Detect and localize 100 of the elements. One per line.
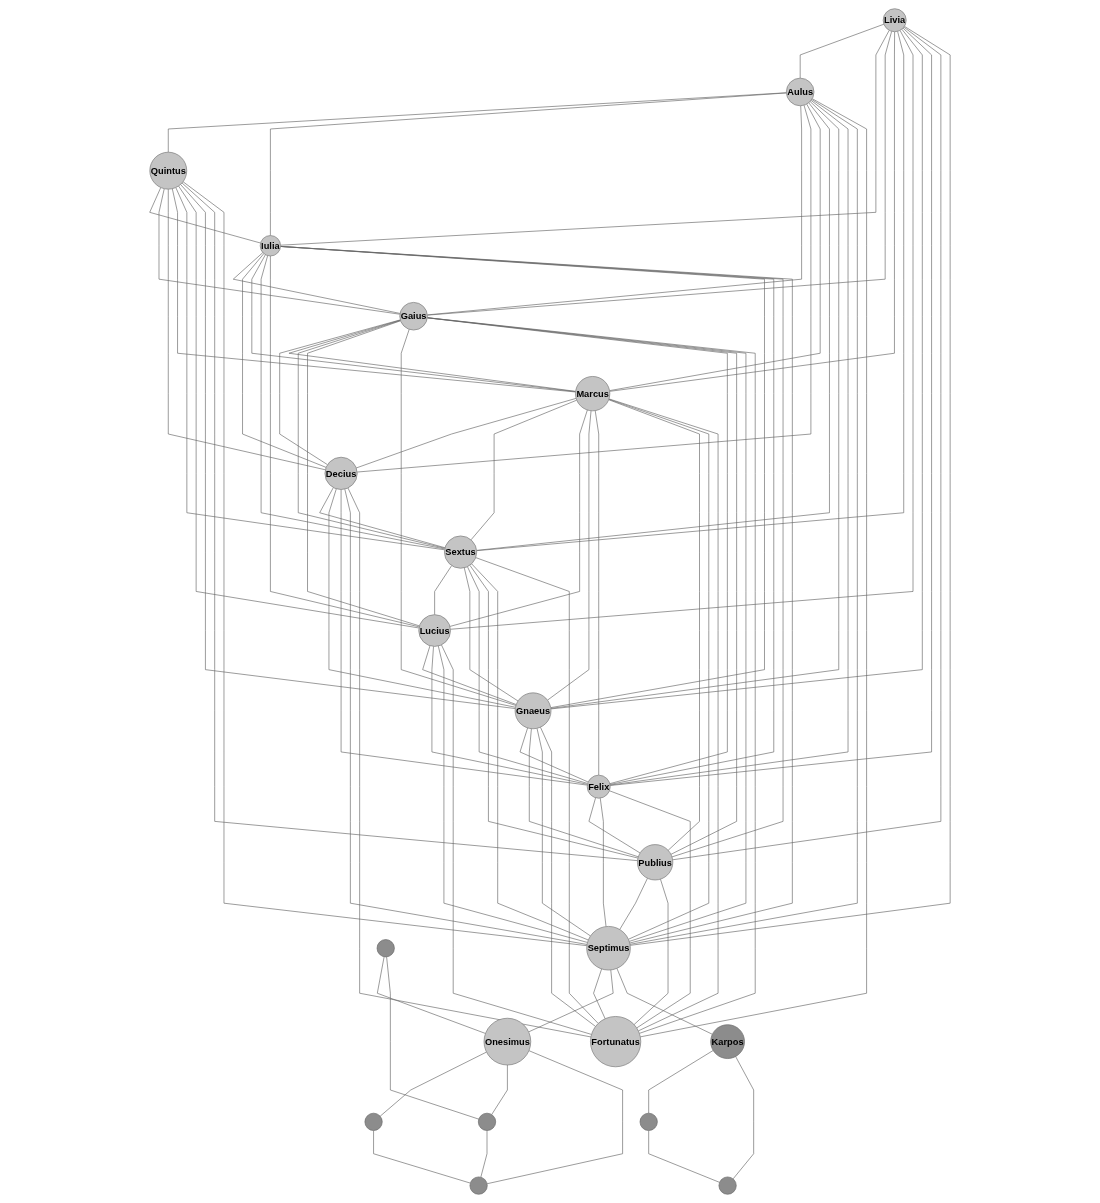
connector [608,398,719,1032]
connector [251,254,576,392]
connector [178,185,420,629]
connector [799,23,885,79]
connector [270,92,787,236]
connector [427,317,747,942]
node-circle: Felix [586,774,611,799]
connector [172,188,576,393]
connector [609,31,895,392]
node-circle: Aulus [786,77,815,107]
node-circle [376,939,395,958]
connector [476,31,905,551]
node-circle [364,1112,383,1131]
connector [175,187,445,551]
node-circle: Livia [882,8,907,33]
connector [648,1050,714,1114]
node-circle: Iulia [259,235,282,257]
connector [672,26,942,861]
connector [464,567,519,702]
connector [280,30,890,246]
connector [340,489,588,786]
connector [609,100,849,786]
connector [450,30,914,630]
connector [280,246,765,708]
connector [467,566,589,784]
connector [180,184,516,709]
connector [732,1056,755,1180]
connector [600,797,607,927]
connector [629,26,951,946]
connector [449,409,588,627]
connector [438,645,588,943]
connector [270,255,420,628]
connector [476,102,830,551]
connector [540,726,596,1027]
connector [475,557,599,1024]
connector [422,645,517,705]
connector [181,182,638,861]
node-circle: Karpos [710,1024,745,1059]
connector [550,28,923,710]
connector [486,1050,623,1185]
connector [629,99,858,945]
node-circle [469,1176,488,1195]
connector [242,253,327,468]
node-circle: Septimus [586,926,631,971]
connector [594,410,600,776]
connector [609,103,821,391]
connector [434,565,453,615]
connector [168,188,326,471]
connector [633,878,669,1025]
connector [297,320,446,549]
connector [608,399,700,851]
node-circle [639,1112,658,1131]
connector [427,105,802,316]
connector [379,1051,487,1117]
node-circle: Decius [324,456,358,490]
connector [149,187,261,244]
connector [648,1130,720,1183]
node-circle: Publius [637,844,674,881]
node-circle [478,1112,497,1131]
connector [640,98,867,1038]
connector [528,969,614,1033]
node-circle: Gnaeus [514,692,552,730]
connector [519,727,589,783]
connector [233,252,401,314]
node-circle: Gaius [399,302,428,331]
connector [400,329,517,706]
connector [547,410,592,701]
connector [608,398,710,940]
connector [344,488,588,945]
connector [288,319,576,392]
connector [491,1064,508,1115]
connector [373,1130,471,1184]
node-circle: Quintus [149,151,188,190]
connector [328,488,516,708]
node-circle: Marcus [575,376,611,412]
connector [386,956,480,1120]
connector [347,487,592,1038]
connector [307,320,420,627]
connector [471,563,589,941]
connector [427,317,756,1034]
connector [377,956,486,1034]
connector [431,646,588,785]
connector [593,968,606,1020]
connector [158,188,401,315]
connector [469,564,639,859]
connector [536,728,591,937]
connector [480,1130,488,1178]
node-circle: Sextus [444,535,478,569]
connector [609,27,932,786]
connector [356,104,812,473]
connector [550,101,840,709]
node-circle: Lucius [418,614,451,647]
connector [356,398,577,469]
connector [616,968,713,1035]
connector [470,399,578,541]
connector [619,877,648,930]
node-circle: Fortunatus [590,1016,642,1068]
connector [441,644,592,1035]
connector [427,31,893,316]
connector [529,728,639,858]
